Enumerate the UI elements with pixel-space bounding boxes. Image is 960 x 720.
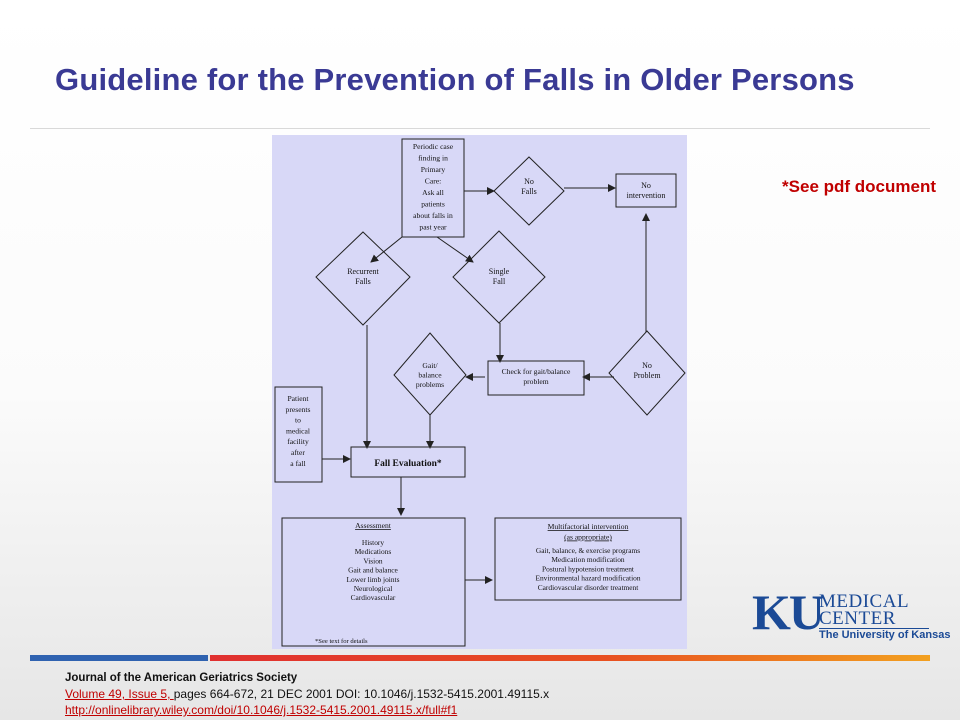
patient-line: medical xyxy=(286,426,310,435)
recurrent-line: Falls xyxy=(355,277,371,286)
multi-head-line: (as appropriate) xyxy=(564,533,612,542)
fall-evaluation-text: Fall Evaluation* xyxy=(374,459,442,469)
patient-line: a fall xyxy=(290,459,305,468)
ku-logo-medical: MEDICAL xyxy=(819,591,910,612)
periodic-line: about falls in xyxy=(413,211,453,220)
footnote-line: *See text for details xyxy=(315,638,368,645)
periodic-line: Care: xyxy=(425,177,441,186)
ku-logo-university: The University of Kansas xyxy=(819,629,951,641)
recurrent-line: Recurrent xyxy=(347,267,379,276)
periodic-line: patients xyxy=(421,200,445,209)
slide-title: Guideline for the Prevention of Falls in… xyxy=(55,62,855,97)
check-line: problem xyxy=(523,377,548,386)
assess-items-line: Neurological xyxy=(354,584,393,593)
check-line: Check for gait/balance xyxy=(502,367,571,376)
assessment-heading: Assessment xyxy=(355,521,392,530)
ku-medical-center-logo: KU MEDICAL CENTER The University of Kans… xyxy=(752,584,950,642)
fall-evaluation-box: Fall Evaluation* xyxy=(350,446,466,478)
assess-head-line: Assessment xyxy=(355,521,392,530)
see-pdf-note: *See pdf document xyxy=(782,177,936,196)
assess-items-line: Cardiovascular xyxy=(351,593,396,602)
ku-logo-center: CENTER xyxy=(819,608,896,629)
multi-items-line: Cardiovascular disorder treatment xyxy=(538,583,640,592)
patient-line: presents xyxy=(286,405,311,414)
noproblem-line: Problem xyxy=(633,371,661,380)
periodic-line: past year xyxy=(419,223,447,232)
falleval-line: Fall Evaluation* xyxy=(374,459,442,469)
ku-logo-mark: KU xyxy=(752,584,825,640)
nointervention-line: No xyxy=(641,181,651,190)
periodic-line: Ask all xyxy=(422,188,444,197)
gait-line: problems xyxy=(416,380,444,389)
nointervention-line: intervention xyxy=(627,191,666,200)
multi-head-line: Multifactorial intervention xyxy=(548,522,629,531)
patient-line: to xyxy=(295,416,301,425)
title-divider xyxy=(30,128,930,129)
assess-items-line: Medications xyxy=(355,547,392,556)
gait-line: Gait/ xyxy=(422,361,438,370)
patient-line: Patient xyxy=(287,394,309,403)
footer-stripe-red xyxy=(210,655,930,661)
citation-details: pages 664-672, 21 DEC 2001 DOI: 10.1046/… xyxy=(173,687,550,701)
citation: Journal of the American Geriatrics Socie… xyxy=(65,670,549,718)
nofalls-line: Falls xyxy=(521,187,537,196)
multi-items-line: Environmental hazard modification xyxy=(535,574,640,583)
multi-items-line: Postural hypotension treatment xyxy=(542,564,635,573)
nofalls-line: No xyxy=(524,177,534,186)
assess-items-line: Vision xyxy=(363,556,383,565)
ku-logo-divider xyxy=(819,628,929,629)
flowchart-footnote: *See text for details xyxy=(315,638,368,645)
assess-items-line: History xyxy=(362,538,384,547)
multi-items-line: Gait, balance, & exercise programs xyxy=(536,546,640,555)
periodic-line: Primary xyxy=(421,165,446,174)
citation-url-link[interactable]: http://onlinelibrary.wiley.com/doi/10.10… xyxy=(65,703,458,717)
footer-stripe-blue xyxy=(30,655,208,661)
gait-line: balance xyxy=(418,371,442,380)
citation-journal: Journal of the American Geriatrics Socie… xyxy=(65,672,298,684)
periodic-line: finding in xyxy=(418,154,448,163)
single-line: Single xyxy=(489,267,510,276)
multi-items-line: Medication modification xyxy=(551,555,625,564)
patient-line: after xyxy=(291,448,305,457)
citation-volume-link[interactable]: Volume 49, Issue 5, xyxy=(65,687,174,701)
periodic-line: Periodic case xyxy=(413,142,454,151)
assess-items-line: Gait and balance xyxy=(348,566,398,575)
citation-details-line: Volume 49, Issue 5, pages 664-672, 21 DE… xyxy=(65,686,549,702)
single-line: Fall xyxy=(493,277,506,286)
multifactorial-intervention-box: Multifactorial intervention (as appropria… xyxy=(494,517,682,601)
flowchart-connectors xyxy=(322,184,650,584)
patient-line: facility xyxy=(287,437,309,446)
multifactorial-heading: Multifactorial intervention (as appropria… xyxy=(548,522,629,542)
noproblem-line: No xyxy=(642,361,652,370)
assess-items-line: Lower limb joints xyxy=(347,575,400,584)
